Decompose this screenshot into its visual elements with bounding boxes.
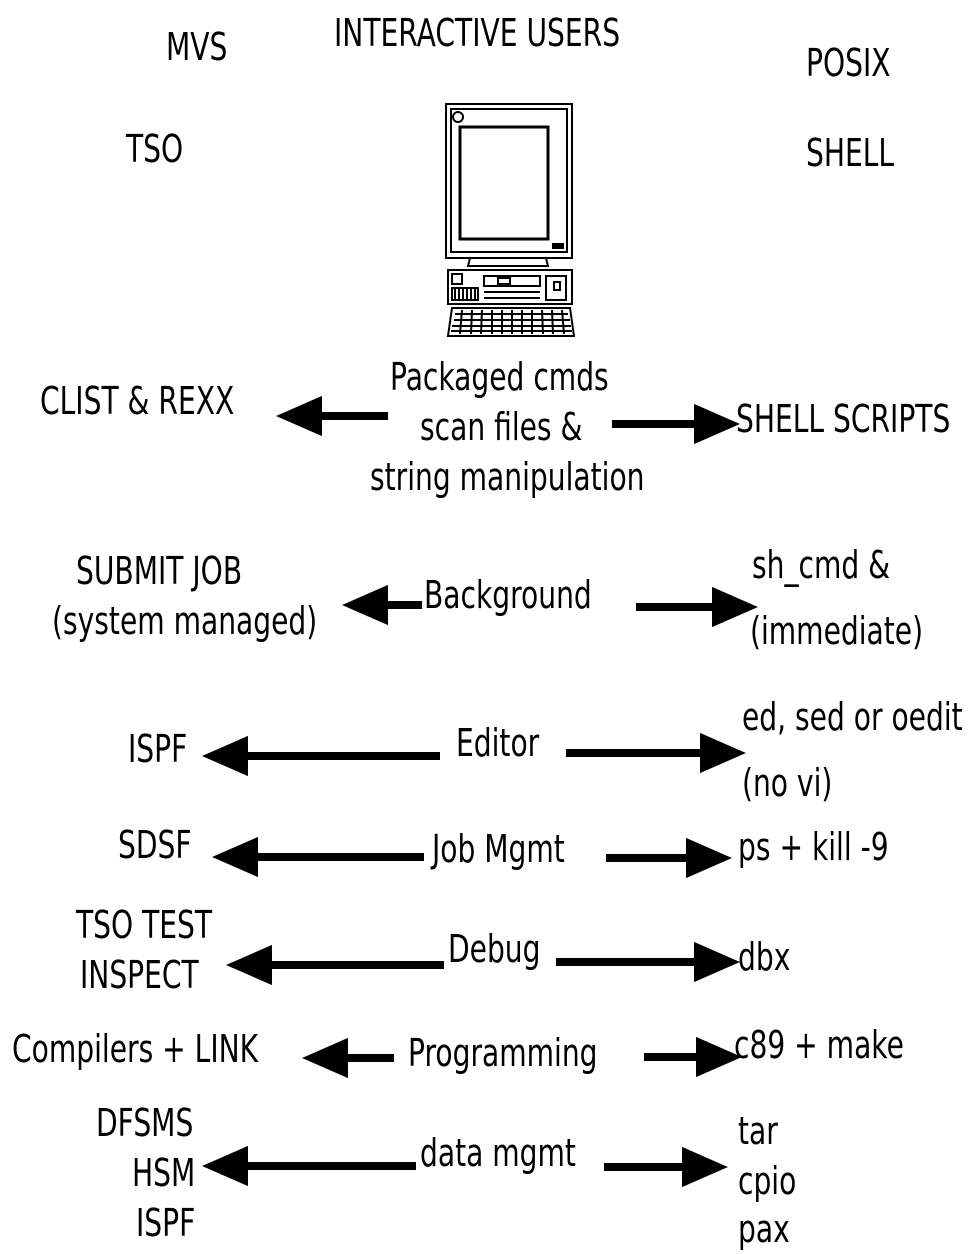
right-label-immediate: (immediate) [750, 609, 924, 653]
right-label-cpio: cpio [738, 1159, 797, 1203]
right-label-dbx: dbx [738, 935, 791, 979]
center-label-editor: Editor [456, 721, 540, 765]
center-label-programming: Programming [408, 1031, 598, 1075]
header-posix: POSIX [806, 41, 891, 85]
right-label-pax: pax [738, 1207, 790, 1251]
header-interactive-users: INTERACTIVE USERS [334, 11, 621, 55]
right-label-ps-kill: ps + kill -9 [738, 825, 889, 869]
header-mvs: MVS [166, 25, 228, 69]
center-label-job-mgmt: Job Mgmt [432, 827, 565, 871]
center-label-debug: Debug [448, 927, 541, 971]
center-label-data-mgmt: data mgmt [420, 1131, 576, 1175]
left-label-compilers-link: Compilers + LINK [12, 1027, 259, 1071]
left-label-tso-test: TSO TEST [76, 903, 213, 947]
right-label-sh-cmd: sh_cmd & [752, 543, 891, 587]
right-label-shell-scripts: SHELL SCRIPTS [736, 397, 951, 441]
right-label-ed-sed-oedit: ed, sed or oedit [742, 695, 963, 739]
left-label-ispf: ISPF [128, 727, 188, 771]
left-label-clist-rexx: CLIST & REXX [40, 379, 235, 423]
left-label-dfsms: DFSMS [96, 1101, 194, 1145]
left-label-sdsf: SDSF [118, 823, 192, 867]
left-label-inspect: INSPECT [80, 953, 199, 997]
center-label-scan-files: scan files & [420, 405, 583, 449]
center-label-string-manipulation: string manipulation [370, 455, 645, 499]
header-tso: TSO [126, 127, 184, 171]
right-label-tar: tar [738, 1109, 778, 1153]
right-label-c89-make: c89 + make [734, 1023, 904, 1067]
right-label-no-vi: (no vi) [742, 761, 833, 805]
center-label-packaged-cmds: Packaged cmds [390, 355, 609, 399]
center-label-background: Background [424, 573, 592, 617]
left-label-submit-job: SUBMIT JOB [76, 549, 243, 593]
left-label-ispf-2: ISPF [136, 1201, 196, 1245]
left-label-system-managed: (system managed) [52, 599, 318, 643]
header-shell: SHELL [806, 131, 895, 175]
left-label-hsm: HSM [132, 1151, 196, 1195]
